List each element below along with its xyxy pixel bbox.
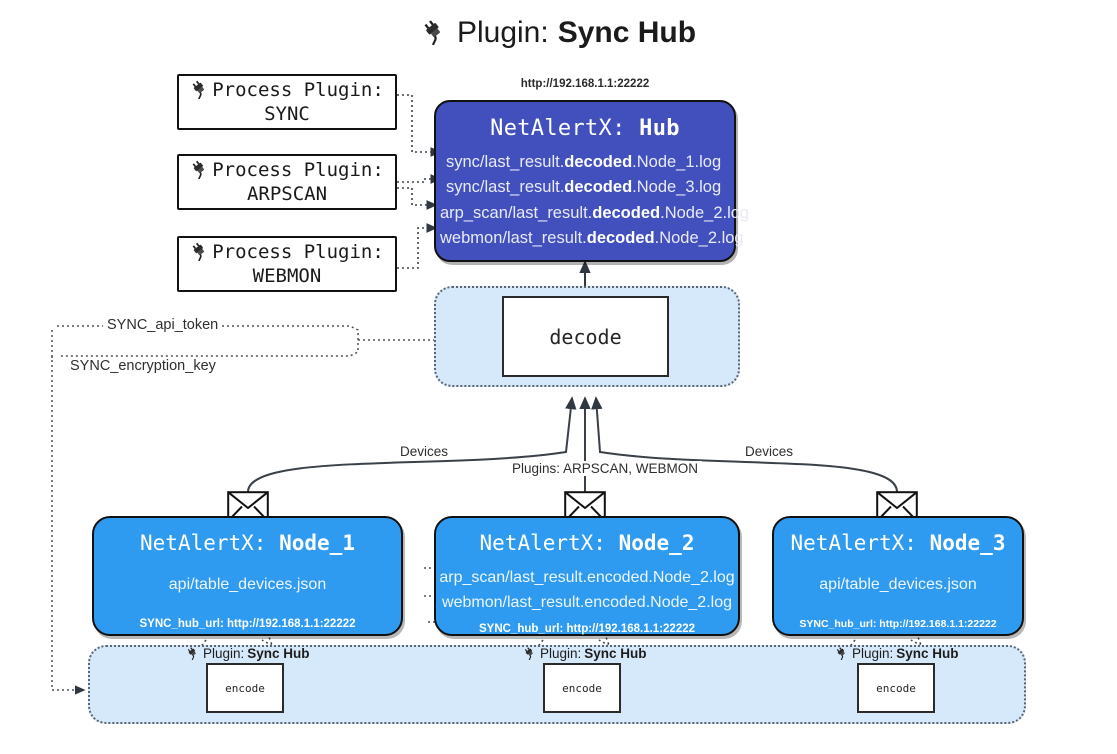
node-box-2[interactable]: NetAlertX: Node_2 arp_scan/last_result.e… xyxy=(434,516,740,636)
hub-url-label: http://192.168.1.1:22222 xyxy=(520,78,650,90)
plug-icon xyxy=(190,159,210,182)
plugin-caption-node-2: Plugin: Sync Hub xyxy=(523,645,647,661)
plugin-caption-name: Sync Hub xyxy=(896,645,959,661)
node-hub-url: SYNC_hub_url: http://192.168.1.1:22222 xyxy=(799,617,997,630)
plug-icon xyxy=(190,241,210,264)
node-line: api/table_devices.json xyxy=(819,576,977,593)
node-title: NetAlertX: Node_2 xyxy=(479,531,695,555)
process-plugin-sync[interactable]: Process Plugin: SYNC xyxy=(177,74,397,130)
process-plugin-name: WEBMON xyxy=(252,265,322,287)
node-hub-url: SYNC_hub_url: http://192.168.1.1:22222 xyxy=(478,622,696,635)
encode-box-node-2[interactable]: encode xyxy=(543,663,621,713)
node-box-1[interactable]: NetAlertX: Node_1 api/table_devices.json… xyxy=(92,516,403,636)
process-plugin-label: Process Plugin: xyxy=(212,78,384,101)
hub-log-row: sync/last_result.decoded.Node_3.log xyxy=(446,178,722,197)
plugin-caption-prefix: Plugin: xyxy=(540,645,582,661)
edge-label-devices-right: Devices xyxy=(741,444,798,459)
token-label-encryption: SYNC_encryption_key xyxy=(66,358,220,374)
hub-title: NetAlertX: Hub xyxy=(436,116,734,141)
plug-icon xyxy=(835,646,849,662)
hub-log-row: webmon/last_result.decoded.Node_2.log xyxy=(440,229,744,248)
node-box-3[interactable]: NetAlertX: Node_3 api/table_devices.json… xyxy=(772,516,1024,636)
hub-log-row: sync/last_result.decoded.Node_1.log xyxy=(446,153,722,171)
plug-icon xyxy=(186,646,200,662)
process-plugin-name: ARPSCAN xyxy=(246,183,328,205)
node-line: webmon/last_result.encoded.Node_2.log xyxy=(442,593,732,611)
plugin-caption-node-3: Plugin: Sync Hub xyxy=(835,645,959,661)
node-hub-url: SYNC_hub_url: http://192.168.1.1:22222 xyxy=(139,617,356,630)
edge-label-plugins: Plugins: ARPSCAN, WEBMON xyxy=(508,461,703,476)
page-title: Plugin: Sync Hub xyxy=(0,16,1117,50)
plug-icon xyxy=(421,18,448,50)
title-plugin-name: Sync Hub xyxy=(557,16,697,49)
hub-node[interactable]: NetAlertX: Hub sync/last_result.decoded.… xyxy=(434,100,750,262)
node-title: NetAlertX: Node_1 xyxy=(140,531,355,555)
node-line: api/table_devices.json xyxy=(168,576,327,593)
hub-title-prefix: NetAlertX: xyxy=(490,116,626,141)
node-line: arp_scan/last_result.encoded.Node_2.log xyxy=(439,569,735,586)
hub-log-row: arp_scan/last_result.decoded.Node_2.log xyxy=(440,203,750,222)
hub-title-name: Hub xyxy=(639,116,680,141)
plugin-caption-prefix: Plugin: xyxy=(852,645,894,661)
process-plugin-label: Process Plugin: xyxy=(212,158,384,181)
node-title: NetAlertX: Node_3 xyxy=(790,531,1006,555)
hub-log-list: sync/last_result.decoded.Node_1.log sync… xyxy=(436,150,750,252)
title-prefix: Plugin: xyxy=(456,16,549,49)
nodes-to-decode-wires xyxy=(247,396,898,493)
process-plugin-label: Process Plugin: xyxy=(212,240,384,263)
plug-icon xyxy=(190,79,210,102)
process-plugin-webmon[interactable]: Process Plugin: WEBMON xyxy=(177,236,397,292)
process-plugin-name: SYNC xyxy=(264,103,310,125)
plugin-caption-name: Sync Hub xyxy=(584,645,647,661)
decode-box[interactable]: decode xyxy=(502,296,669,377)
process-plugin-arpscan[interactable]: Process Plugin: ARPSCAN xyxy=(177,154,397,210)
encode-box-node-3[interactable]: encode xyxy=(857,663,935,713)
encode-box-node-1[interactable]: encode xyxy=(206,663,284,713)
plugin-caption-name: Sync Hub xyxy=(247,645,310,661)
plugin-caption-node-1: Plugin: Sync Hub xyxy=(186,645,310,661)
plugin-caption-prefix: Plugin: xyxy=(203,645,245,661)
token-label-api: SYNC_api_token xyxy=(103,317,223,333)
plug-icon xyxy=(523,646,537,662)
edge-label-devices-left: Devices xyxy=(396,444,453,459)
